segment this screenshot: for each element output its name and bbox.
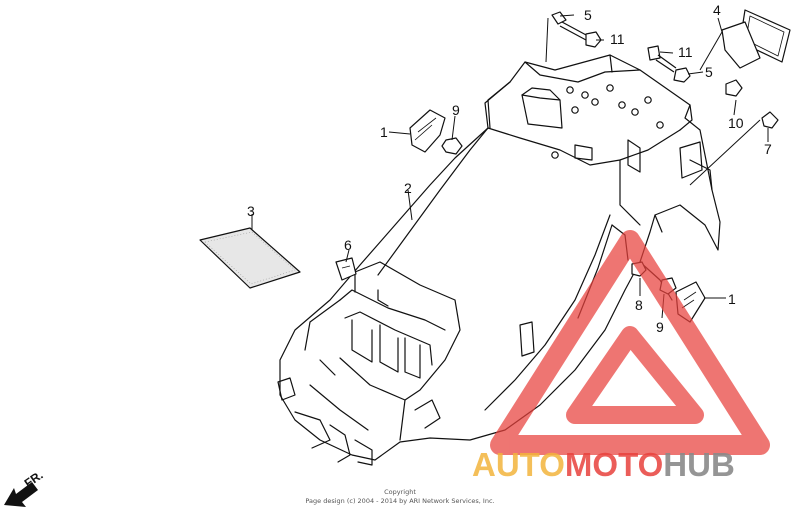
callout-5-right: 5 [705, 64, 713, 80]
copyright-line-2: Page design (c) 2004 - 2014 by ARI Netwo… [305, 497, 494, 505]
watermark-triangle-icon [490, 230, 770, 455]
callout-5-top: 5 [584, 7, 592, 23]
callout-7: 7 [764, 141, 772, 157]
callout-labels: 1 2 3 4 5 5 6 7 8 9 9 10 11 11 1 [247, 2, 772, 335]
callout-8: 8 [635, 297, 643, 313]
small-parts [199, 9, 791, 323]
part-5-right-nut [673, 67, 691, 83]
part-9-left-nut [441, 137, 463, 155]
part-10-nut [725, 79, 743, 97]
copyright-line-1: Copyright [384, 488, 416, 496]
part-4-reflector [721, 9, 791, 69]
part-11-top-nut [585, 31, 602, 48]
callout-11-top: 11 [610, 31, 625, 47]
part-3-pad [199, 227, 301, 289]
rear-fender-line-art [277, 54, 721, 466]
watermark-hub: HUB [663, 446, 735, 483]
leader-lines [251, 14, 769, 319]
part-11-right-bolt [647, 45, 677, 73]
part-7-plug [761, 111, 779, 129]
arrow-left-down-icon [4, 482, 38, 507]
automotohub-watermark: AUTOMOTOHUB [472, 230, 770, 483]
callout-2: 2 [404, 180, 412, 196]
watermark-auto: AUTO [472, 446, 565, 483]
front-direction-indicator: FR. [4, 468, 46, 507]
callout-9-left: 9 [452, 102, 460, 118]
callout-1-right: 1 [728, 291, 736, 307]
callout-4: 4 [713, 2, 721, 18]
part-1-left-clip [409, 109, 446, 153]
callout-10: 10 [728, 115, 744, 131]
callout-11-right: 11 [678, 44, 693, 60]
copyright-notice: Copyright Page design (c) 2004 - 2014 by… [305, 488, 494, 505]
watermark-moto: MOTO [565, 446, 663, 483]
callout-1-left: 1 [380, 124, 388, 140]
svg-text:AUTOMOTOHUB: AUTOMOTOHUB [472, 446, 735, 483]
part-5-top-bolt [551, 11, 589, 41]
callout-6: 6 [344, 237, 352, 253]
callout-9-right: 9 [656, 319, 664, 335]
callout-3: 3 [247, 203, 255, 219]
